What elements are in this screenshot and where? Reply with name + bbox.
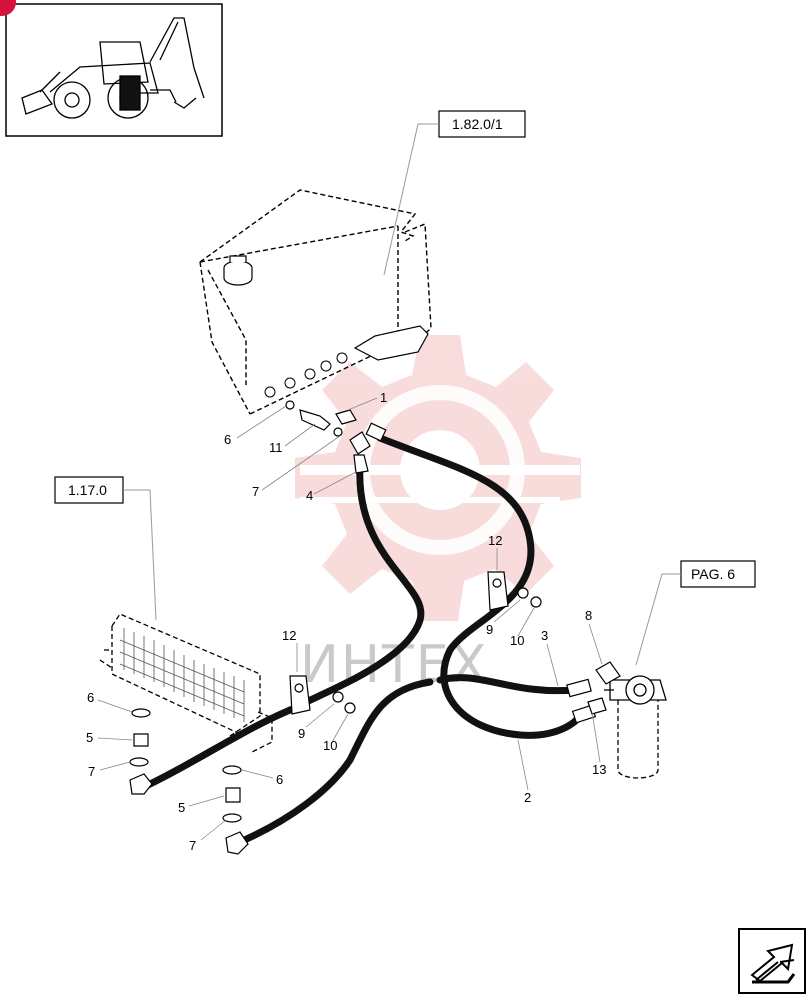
- callout-10: 10: [510, 633, 524, 648]
- callout-7: 7: [88, 764, 95, 779]
- hose-2: [236, 678, 434, 846]
- callout-6: 6: [224, 432, 231, 447]
- reference-label: 1.82.0/1: [452, 116, 503, 132]
- callout-2: 2: [524, 790, 531, 805]
- hose-upper: [376, 434, 586, 739]
- hoses: [144, 434, 586, 846]
- next-page-button[interactable]: [738, 928, 806, 994]
- oil-filter: [604, 675, 667, 779]
- watermark-emblem: [295, 335, 581, 621]
- hose-3: [436, 674, 579, 695]
- hose-clamp-12b: [487, 571, 542, 611]
- backhoe-loader-thumbnail-icon: [21, 17, 205, 119]
- callout-6: 6: [276, 772, 283, 787]
- hose-fittings: [129, 422, 621, 855]
- callout-7: 7: [252, 484, 259, 499]
- hose-clamp-12a: [289, 675, 356, 715]
- reference-label: PAG. 6: [691, 566, 735, 582]
- callout-13: 13: [592, 762, 606, 777]
- callouts: 1 6 11 7 4 12 12 9 10 9 10 8 3 13 2 6 5 …: [86, 390, 606, 853]
- callout-9: 9: [486, 622, 493, 637]
- callout-12: 12: [488, 533, 502, 548]
- leader-line: [635, 573, 681, 666]
- hose-4: [296, 461, 425, 709]
- callout-8: 8: [585, 608, 592, 623]
- tank-filler-cap-icon: [223, 255, 253, 286]
- callout-4: 4: [306, 488, 313, 503]
- cooler-fittings: [129, 708, 242, 823]
- reference-box-1-82-0-1[interactable]: 1.82.0/1: [438, 110, 526, 138]
- callout-7: 7: [189, 838, 196, 853]
- callout-9: 9: [298, 726, 305, 741]
- reference-box-pag-6[interactable]: PAG. 6: [680, 560, 756, 588]
- thumbnail-frame: [0, 0, 223, 137]
- callout-1: 1: [380, 390, 387, 405]
- callout-5: 5: [178, 800, 185, 815]
- next-page-arrow-icon: [750, 943, 794, 983]
- callout-5: 5: [86, 730, 93, 745]
- callout-12: 12: [282, 628, 296, 643]
- tank-outlet-pipe: [353, 325, 429, 361]
- callout-11: 11: [269, 440, 283, 455]
- tank-ports: [264, 352, 348, 398]
- reference-box-1-17-0[interactable]: 1.17.0: [54, 476, 124, 504]
- callout-6: 6: [87, 690, 94, 705]
- watermark-text: ИНТЕХ: [300, 635, 488, 695]
- tank-adapters: [285, 400, 357, 437]
- callout-leaders: [97, 397, 603, 841]
- hose-cooler: [144, 702, 304, 789]
- leader-line: [123, 489, 157, 621]
- callout-10: 10: [323, 738, 337, 753]
- oil-cooler: [99, 613, 273, 753]
- leader-line: [383, 123, 439, 276]
- reference-label: 1.17.0: [68, 482, 107, 498]
- callout-3: 3: [541, 628, 548, 643]
- hydraulic-tank: [199, 189, 432, 415]
- oil-cooler-fins: [119, 628, 245, 722]
